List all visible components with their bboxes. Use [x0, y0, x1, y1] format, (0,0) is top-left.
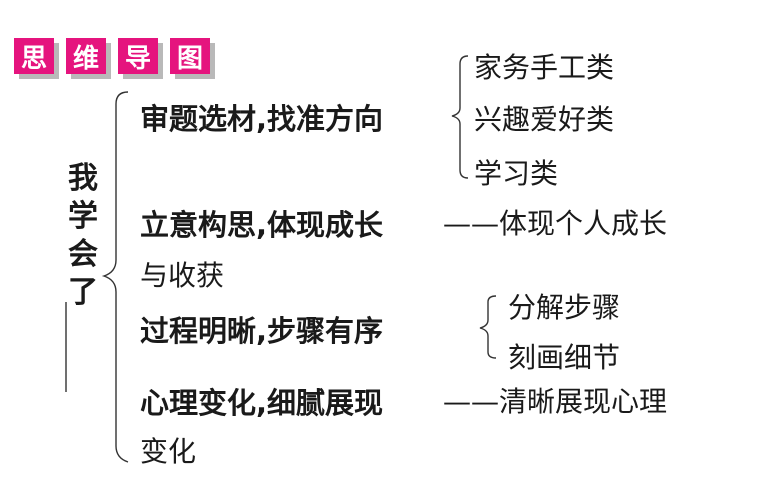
branch-1-child-3: 学习类 — [474, 157, 559, 190]
main-brace — [101, 91, 129, 463]
branch-1-child-2: 兴趣爱好类 — [474, 103, 615, 136]
root-label-char: 了 — [68, 275, 98, 310]
branch-1-label: 审题选材,找准方向 — [140, 102, 384, 136]
header-badge-3: 导 — [118, 38, 158, 74]
header-badge-2: 维 — [66, 38, 106, 74]
branch-2-label: 立意构思,体现成长 — [140, 208, 384, 242]
branch-4-detail-cont: 变化 — [140, 435, 197, 468]
branch-4-detail: ——清晰展现心理 — [443, 385, 668, 418]
header-badge-1: 思 — [14, 38, 54, 74]
branch-1-child-1: 家务手工类 — [474, 51, 615, 84]
branch-3-brace — [479, 295, 497, 359]
branch-2-detail-cont: 与收获 — [140, 259, 225, 292]
branch-3-label: 过程明晰,步骤有序 — [140, 314, 384, 348]
root-label-char: 我 — [68, 161, 98, 196]
root-label-char: 会 — [68, 237, 98, 272]
branch-1-brace — [451, 55, 469, 179]
branch-4-label: 心理变化,细腻展现 — [140, 386, 384, 420]
root-label-char: 学 — [68, 199, 98, 234]
root-label: 我学会了 — [66, 160, 100, 312]
branch-3-child-2: 刻画细节 — [508, 341, 621, 374]
branch-2-detail: ——体现个人成长 — [443, 207, 668, 240]
branch-3-child-1: 分解步骤 — [508, 291, 621, 324]
header-badge-4: 图 — [170, 38, 210, 74]
